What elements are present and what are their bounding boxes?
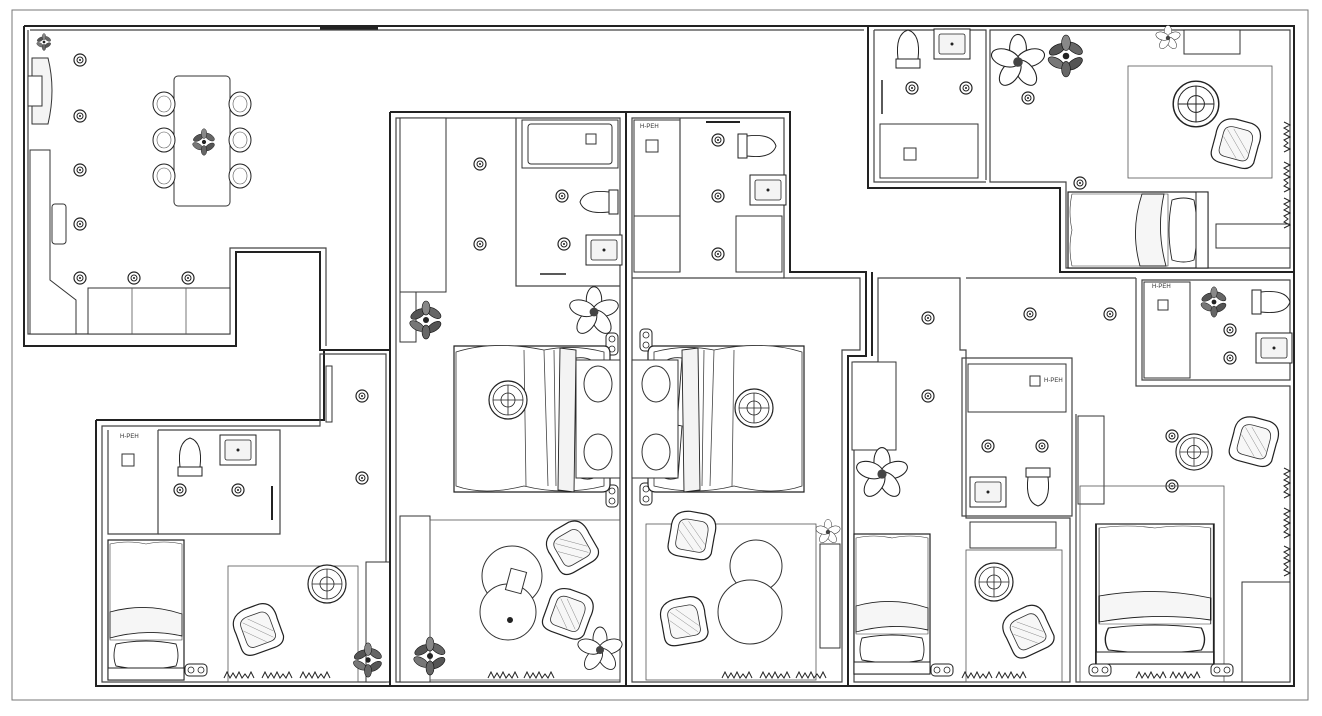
chair-icon (152, 127, 176, 153)
toilet-icon (579, 189, 619, 215)
chair-icon (228, 127, 252, 153)
outlet-icon (1210, 663, 1234, 677)
room-living-dining (27, 26, 864, 346)
grass-strip (223, 671, 331, 679)
grass-strip (721, 671, 827, 679)
round-table-icon (488, 380, 528, 420)
flower-icon (1154, 25, 1182, 51)
downlight-icon (711, 133, 725, 261)
chair-icon (228, 163, 252, 189)
sink-icon (585, 234, 623, 266)
fixture-tag: H-PEH (120, 434, 139, 440)
armchair-icon (657, 593, 711, 649)
single-bed-icon (107, 539, 185, 681)
round-table-icon (734, 388, 774, 428)
armchair-icon (997, 600, 1059, 662)
armchair-icon (1226, 412, 1283, 470)
fixture-tag: H-PEH (1044, 378, 1063, 384)
downlight-icon (981, 439, 1049, 453)
plant-icon (35, 33, 52, 51)
outlet-icon (184, 663, 208, 677)
armchair-icon (539, 583, 598, 643)
sink-icon (969, 476, 1007, 508)
grass-strip (487, 671, 555, 679)
toilet-icon (895, 29, 921, 69)
toilet-icon (1025, 467, 1051, 507)
round-table-icon (974, 562, 1014, 602)
room-bedroom-center-left (389, 111, 627, 686)
armchair-icon (540, 515, 603, 579)
bathtub-icon (521, 119, 619, 169)
room-bedroom-bottom-right: H-PEH (1075, 278, 1293, 683)
round-table-icon (1175, 433, 1213, 471)
room-bedroom-top-right (873, 25, 1291, 269)
grass-strip (1283, 121, 1291, 229)
chair-icon (228, 91, 252, 117)
armchair-icon (665, 507, 719, 563)
round-table-icon (1172, 80, 1220, 128)
armchair-icon (1208, 114, 1265, 172)
single-bed-icon (853, 533, 931, 675)
fixture-tag: H-PEH (640, 124, 659, 130)
flower-icon (853, 446, 911, 501)
armchair-icon (228, 599, 288, 659)
sink-icon (933, 28, 971, 60)
downlight-icon (473, 157, 571, 251)
outer-walls (23, 25, 1295, 687)
chair-icon (152, 163, 176, 189)
fixture-tag: H-PEH (1152, 284, 1171, 290)
toilet-icon (177, 437, 203, 477)
grass-strip (961, 671, 1027, 679)
room-bedroom-center-right: H-PEH (626, 111, 867, 686)
toilet-icon (1251, 289, 1291, 315)
sink-icon (219, 434, 257, 466)
single-bed-icon (1067, 191, 1209, 269)
chair-icon (152, 91, 176, 117)
round-table-icon (307, 564, 347, 604)
kitchen-counter (27, 57, 231, 335)
flower-icon (988, 33, 1048, 90)
downlight-icon (173, 389, 369, 497)
plant-icon (1045, 34, 1086, 78)
plant-icon (1199, 286, 1228, 318)
dining-table-icon (152, 75, 252, 207)
room-bedroom-right-small: H-PEH (851, 272, 1136, 683)
outlet-icon (930, 663, 954, 677)
flower-icon (814, 519, 842, 545)
outlet-icon (1088, 663, 1112, 677)
room-bedroom-left: H-PEH (101, 353, 391, 683)
drawing-frame (11, 9, 1309, 701)
toilet-icon (737, 133, 777, 159)
flower-icon (567, 286, 621, 338)
sink-icon (1255, 332, 1293, 364)
sink-icon (749, 174, 787, 206)
single-bed-icon (1095, 523, 1215, 665)
